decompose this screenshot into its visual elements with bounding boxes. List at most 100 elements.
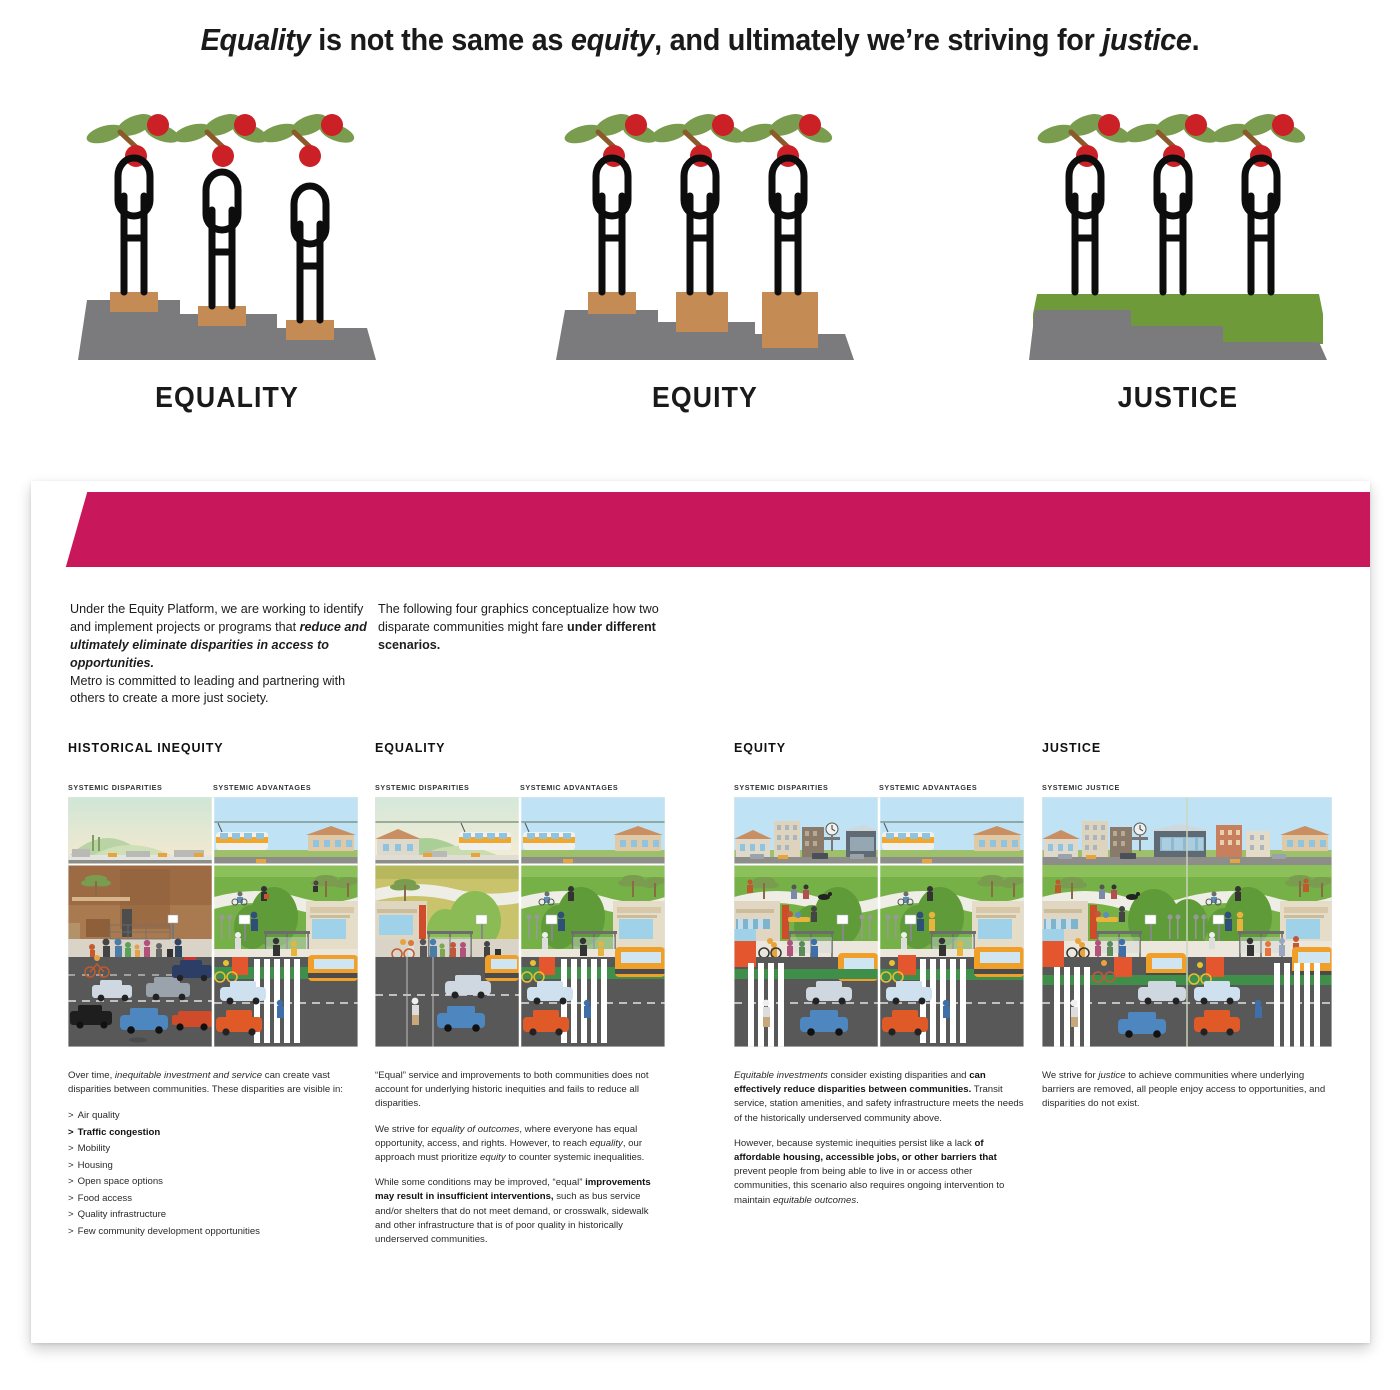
paragraph: We strive for equality of outcomes, wher… [375,1123,667,1166]
run-text: We strive for [375,1123,432,1135]
column-sublabels: SYSTEMIC JUSTICE [1042,783,1334,797]
sublabel-systemic-disparities: SYSTEMIC DISPARITIES [375,783,470,792]
run-text: Transit service, station amenities, and … [734,1084,1024,1124]
list-item: >Mobility [68,1141,360,1158]
bullet-marker: > [68,1126,74,1138]
list-item-label: Quality infrastructure [77,1209,167,1221]
list-item: >Air quality [68,1108,360,1125]
run-text: . [856,1194,859,1206]
run-text: Equitable investments [734,1070,828,1081]
run-text: We strive for [1042,1070,1099,1081]
run-text: “Equal” service and improvements to both… [375,1070,649,1110]
column-equity: EQUITY SYSTEMIC DISPARITIES SYSTEMIC ADV… [734,741,1026,1208]
three-figures-varied-boxes-icon [556,114,854,360]
column-title: EQUALITY [375,741,446,755]
column-title: JUSTICE [1042,741,1102,755]
column-body-text: “Equal” service and improvements to both… [375,1069,667,1247]
paragraph: While some conditions may be improved, “… [375,1176,667,1247]
bullet-marker: > [68,1192,74,1204]
disparities-list: >Air quality >Traffic congestion >Mobili… [68,1108,360,1240]
column-sublabels: SYSTEMIC DISPARITIES SYSTEMIC ADVANTAGES [734,783,1026,797]
column-equality: EQUALITY SYSTEMIC DISPARITIES SYSTEMIC A… [375,741,667,1247]
page-title: Equality is not the same as equity, and … [49,22,1351,58]
illustration-equity: EQUITY [540,100,870,440]
column-sublabels: SYSTEMIC DISPARITIES SYSTEMIC ADVANTAGES [68,783,360,797]
column-historical-inequity: HISTORICAL INEQUITY SYSTEMIC DISPARITIES… [68,741,360,1240]
column-sublabels: SYSTEMIC DISPARITIES SYSTEMIC ADVANTAGES [375,783,667,797]
list-item: >Few community development opportunities [68,1224,360,1241]
headline-equality: Equality [200,22,311,57]
run-text: to counter systemic inequalities. [505,1151,645,1163]
list-item-label: Mobility [77,1143,111,1155]
content-card: Under the Equity Platform, we are workin… [31,481,1370,1343]
paragraph: We strive for justice to achieve communi… [1042,1069,1334,1112]
run-text: equality [589,1137,623,1149]
illustration-justice: JUSTICE [1013,100,1343,440]
list-item-label: Food access [77,1192,133,1204]
column-body-text: We strive for justice to achieve communi… [1042,1069,1334,1112]
bullet-marker: > [68,1143,74,1155]
run-text: , where everyone has equal opportunity, … [375,1123,638,1149]
list-item: >Open space options [68,1174,360,1191]
list-item-label: Open space options [77,1176,163,1188]
equality-equity-justice-illustrations: EQUALITY [0,100,1400,440]
run-text: improvements may result in insufficient … [375,1177,651,1203]
intro-paragraph-right: The following four graphics conceptualiz… [378,601,668,655]
sublabel-systemic-disparities: SYSTEMIC DISPARITIES [68,783,163,792]
headline-equity: equity [570,22,655,57]
sublabel-systemic-advantages: SYSTEMIC ADVANTAGES [520,783,619,792]
scenario-columns: HISTORICAL INEQUITY SYSTEMIC DISPARITIES… [31,741,1370,1341]
headline-mid1: is not the same as [310,22,571,57]
historical-inequity-street-scene [68,797,358,1047]
headline-period: . [1191,22,1200,57]
illustration-label-justice: JUSTICE [1117,382,1239,414]
equality-street-scene [375,797,665,1047]
list-item: >Traffic congestion [68,1125,360,1142]
bullet-marker: > [68,1110,74,1122]
paragraph: However, because systemic inequities per… [734,1137,1026,1208]
sublabel-systemic-disparities: SYSTEMIC DISPARITIES [734,783,829,792]
sublabel-systemic-justice: SYSTEMIC JUSTICE [1042,783,1120,792]
intro-left-line4: Metro is committed to leading and partne… [70,673,346,706]
three-figures-equal-boxes-icon [78,114,376,360]
list-item: >Housing [68,1158,360,1175]
headline-mid2: , and ultimately we’re striving for [654,22,1103,57]
run-text: such as bus service and/or shelters that… [375,1191,649,1245]
equity-street-scene [734,797,1024,1047]
justice-street-scene [1042,797,1332,1047]
bullet-marker: > [68,1209,74,1221]
list-item-label: Air quality [77,1110,120,1122]
intro-right-bold: under different scenarios. [378,619,656,652]
run-text: can effectively reduce disparities betwe… [734,1070,986,1096]
column-body-text: Over time, inequitable investment and se… [68,1069,360,1240]
run-text: equality of outcomes [431,1123,520,1135]
list-item-label: Few community development opportunities [77,1225,260,1237]
sublabel-systemic-advantages: SYSTEMIC ADVANTAGES [879,783,978,792]
intro-right-line1: The following four graphics conceptualiz… [378,602,610,616]
run-text: of affordable housing, accessible jobs, … [734,1137,997,1163]
intro-paragraph-left: Under the Equity Platform, we are workin… [70,601,370,708]
intro-left-line1: Under the Equity Platform, we are workin… [70,602,320,616]
run-text: consider existing disparities and [827,1070,970,1081]
illustration-label-equity: EQUITY [652,382,758,414]
run-text: While some conditions may be improved, “… [375,1177,586,1189]
run-text: Over time, [68,1070,115,1081]
column-title: EQUITY [734,741,786,755]
intro-left-line2: identify and implement projects or progr… [70,602,364,634]
run-text: inequitable investment and service [114,1070,263,1081]
run-text: However, because systemic inequities per… [734,1137,975,1149]
column-title: HISTORICAL INEQUITY [68,741,224,755]
list-item-label: Housing [77,1159,113,1171]
list-item: >Quality infrastructure [68,1207,360,1224]
illustration-equality: EQUALITY [62,100,392,440]
list-item-label: Traffic congestion [77,1126,161,1138]
run-text: equitable outcomes [772,1194,857,1206]
run-text: justice [1098,1070,1126,1081]
run-text: equity [480,1151,506,1163]
column-justice: JUSTICE SYSTEMIC JUSTICE [1042,741,1334,1112]
run-text: , our approach must prioritize [375,1137,643,1163]
paragraph: Equitable investments consider existing … [734,1069,1026,1126]
paragraph: “Equal” service and improvements to both… [375,1069,667,1112]
run-text: to achieve communities where underlying … [1042,1070,1326,1110]
